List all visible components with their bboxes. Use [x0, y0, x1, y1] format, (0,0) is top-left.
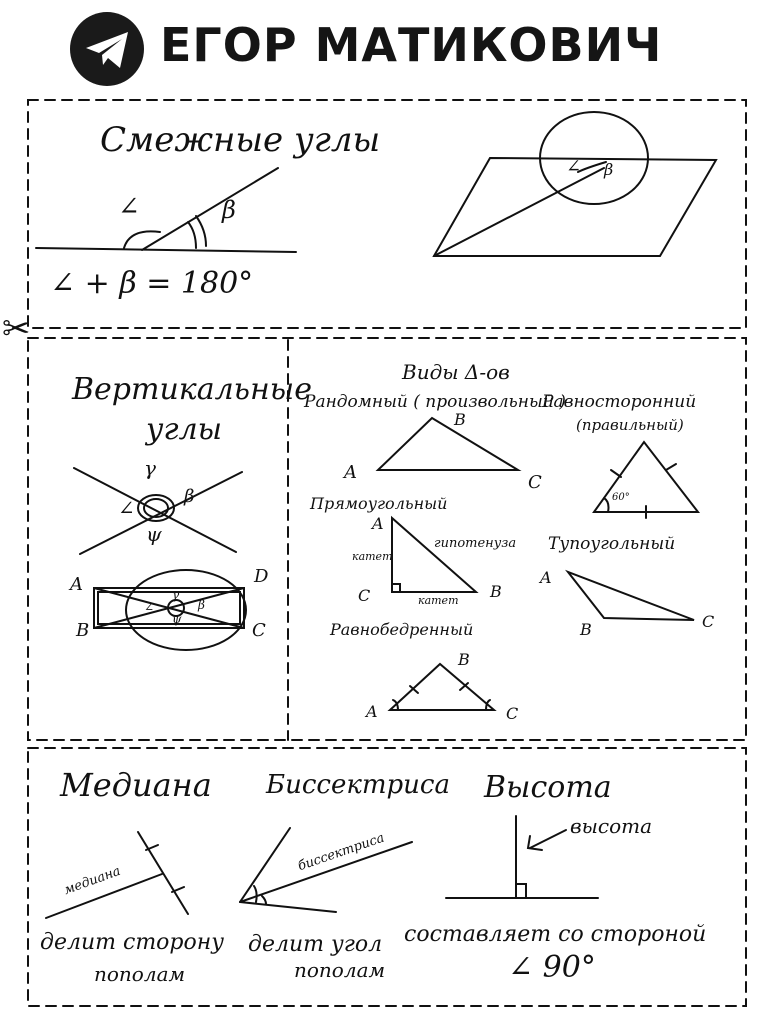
right-C: C [358, 586, 371, 605]
equilateral-triangle [592, 440, 701, 519]
right-B: B [490, 582, 502, 601]
isosceles-name: Равнобедренный [330, 620, 474, 639]
random-B: B [454, 410, 466, 429]
telegram-plane-icon[interactable] [70, 12, 144, 86]
rect-beta-label: β [198, 598, 205, 612]
height-label: высота [570, 814, 653, 838]
equilateral-name: Равносторонний [542, 392, 697, 412]
plane-beta-label: β [604, 160, 614, 179]
right-leg2-label: катет [418, 594, 459, 607]
obtuse-A: A [540, 568, 552, 587]
vertical-title-line2: углы [146, 412, 223, 447]
rect-psi-label: ψ [172, 612, 182, 626]
plane-figure [432, 111, 718, 257]
header: ЕГОР МАТИКОВИЧ [0, 0, 768, 96]
rect-alpha-label: ∠ [144, 600, 155, 614]
median-desc-line2: пополам [94, 962, 186, 986]
rectangle-figure [93, 569, 247, 651]
height-desc-line1: составляет со стороной [404, 922, 707, 947]
segments-frame [27, 747, 747, 1007]
vertical-title-line1: Вертикальные [72, 372, 312, 407]
bisector-desc-line2: пополам [294, 958, 386, 982]
rect-A-label: A [70, 574, 83, 595]
psi-label: ψ [146, 522, 162, 546]
equilateral-angle: 60° [612, 492, 630, 503]
bisector-figure [239, 827, 413, 913]
vertical-beta-label: β [184, 486, 195, 507]
height-desc-line2: ∠ 90° [508, 950, 596, 985]
obtuse-C: C [702, 612, 715, 631]
random-A: A [344, 462, 357, 483]
gamma-label: γ [144, 456, 156, 480]
random-triangle [375, 416, 522, 471]
beta-label: β [222, 196, 236, 224]
median-desc-line1: делит сторону [40, 930, 225, 955]
rect-B-label: B [76, 620, 90, 641]
right-triangle-name: Прямоугольный [310, 494, 448, 513]
rect-C-label: C [252, 620, 266, 641]
height-figure [445, 815, 599, 899]
rect-gamma-label: γ [172, 588, 180, 602]
right-triangle [391, 515, 479, 593]
equilateral-sub: (правильный) [576, 416, 684, 434]
triangles-frame [27, 337, 747, 741]
obtuse-B: B [580, 620, 592, 639]
random-C: C [528, 472, 542, 493]
obtuse-triangle [564, 569, 695, 621]
right-leg1-label: катет [352, 550, 393, 563]
rect-D-label: D [254, 566, 269, 587]
median-title: Медиана [60, 766, 212, 804]
author-name: ЕГОР МАТИКОВИЧ [160, 18, 663, 72]
isosceles-triangle [387, 662, 497, 711]
isosceles-C: C [506, 704, 519, 723]
isosceles-A: A [366, 702, 378, 721]
vertical-alpha-label: ∠ [118, 496, 135, 520]
plane-alpha-label: ∠ [566, 156, 582, 177]
bisector-desc-line1: делит угол [248, 932, 383, 957]
height-title: Высота [484, 770, 612, 805]
formula: ∠ + β = 180° [50, 266, 254, 301]
bisector-title: Биссектриса [266, 770, 450, 800]
obtuse-name: Тупоугольный [548, 534, 676, 554]
adjacent-angles-figure [35, 167, 297, 253]
alpha-label: ∠ [118, 192, 140, 222]
adjacent-angles-frame [27, 99, 747, 329]
vertical-angles-figure [73, 467, 243, 555]
right-A: A [372, 514, 384, 533]
median-figure [45, 831, 189, 919]
right-hyp-label: гипотенуза [434, 536, 517, 551]
isosceles-B: B [458, 650, 470, 669]
triangles-title: Виды Δ-ов [402, 360, 510, 384]
random-triangle-name: Рандомный ( произвольный ) [304, 392, 566, 412]
adjacent-title: Смежные углы [100, 120, 381, 160]
scissors-icon: ✂ [2, 309, 31, 349]
